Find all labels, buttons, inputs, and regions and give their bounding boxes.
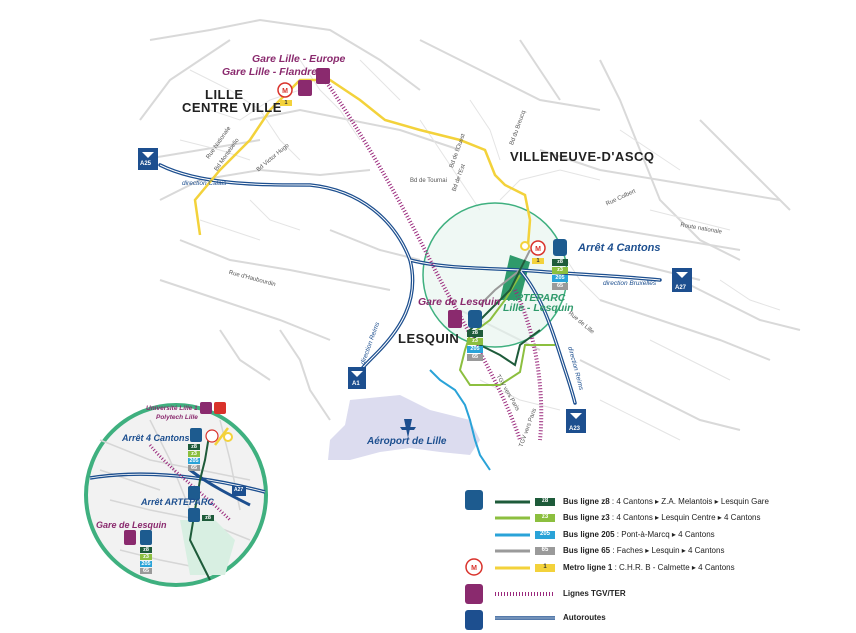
svg-text:M: M — [471, 565, 477, 572]
metro-badge-4cantons: 1 — [532, 258, 544, 264]
inset-label-universite: Université Lille 1 — [146, 405, 198, 412]
legend-route-metro: : C.H.R. B - Calmette ▸ 4 Cantons — [612, 563, 735, 572]
legend-badge-z3: z3 — [535, 514, 555, 522]
street-network — [139, 18, 801, 431]
metro-line-1 — [193, 78, 532, 246]
inset-badge-65-4c: 65 — [188, 465, 200, 471]
badge-z3-lesquin: z3 — [467, 338, 483, 345]
metro-station-icon-lille: M — [277, 82, 293, 98]
city-label-lesquin: LESQUIN — [398, 331, 460, 346]
train-icon-lille-2 — [316, 68, 330, 84]
inset-shield-a27: A27 — [234, 487, 244, 493]
label-arteparc: ARTEPARC — [508, 292, 566, 304]
inset-badge-205-4c: 205 — [188, 458, 200, 464]
badge-205-lesquin: 205 — [467, 346, 483, 353]
bus-line-z8 — [468, 259, 541, 367]
inset-label-arteparc: Arrêt ARTEPARC — [141, 497, 214, 507]
bus-icon-lesquin — [468, 310, 482, 328]
legend-route-z8: : 4 Cantons ▸ Z.A. Melantois ▸ Lesquin G… — [609, 497, 769, 506]
metro-badge-lille: 1 — [280, 100, 292, 106]
badge-z8-4cantons: z8 — [552, 259, 568, 266]
label-gare-flandres: Gare Lille - Flandres — [222, 66, 323, 78]
legend-route-205: : Pont-à-Marcq ▸ 4 Cantons — [614, 530, 715, 539]
motorways — [158, 163, 662, 405]
inset-label-gare-lesquin: Gare de Lesquin — [96, 520, 167, 530]
legend-swatches: M — [465, 490, 555, 630]
legend-name-65: Bus ligne 65 — [563, 546, 611, 555]
shield-a23-text: A23 — [569, 426, 581, 432]
street-bd-tournai: Bd de Tournai — [410, 178, 447, 184]
inset-badge-z3-4c: z3 — [188, 451, 200, 457]
legend-route-z3: : 4 Cantons ▸ Lesquin Centre ▸ 4 Cantons — [609, 513, 761, 522]
metro-station-icon-4cantons: M — [530, 240, 546, 256]
inset-badge-z8-lesquin: z8 — [140, 547, 152, 553]
train-icon-lille-1 — [298, 80, 312, 96]
legend-badge-metro: 1 — [535, 564, 555, 572]
legend-name-metro: Metro ligne 1 — [563, 563, 613, 572]
arteparc-zone-circle — [422, 202, 568, 348]
badge-z8-lesquin: z8 — [467, 330, 483, 337]
legend-badge-z8: z8 — [535, 498, 555, 506]
inset-badge-205-lesquin: 205 — [140, 561, 152, 567]
legend-name-z8: Bus ligne z8 — [563, 497, 610, 506]
inset-badge-z3-lesquin: z3 — [140, 554, 152, 560]
label-arret-4cantons: Arrêt 4 Cantons — [578, 242, 661, 254]
legend-item-tgv: Lignes TGV/TER — [563, 589, 626, 598]
a23-shield-icon — [566, 409, 586, 433]
legend-item-65: Bus ligne 65 : Faches ▸ Lesquin ▸ 4 Cant… — [563, 546, 724, 555]
badge-65-4cantons: 65 — [552, 283, 568, 290]
badge-65-lesquin: 65 — [467, 354, 483, 361]
shield-a1-text: A1 — [352, 381, 360, 387]
legend-route-65: : Faches ▸ Lesquin ▸ 4 Cantons — [610, 546, 725, 555]
city-label-lille-centre: CENTRE VILLE — [182, 100, 282, 115]
motorway-centerline — [159, 164, 661, 404]
a27-shield-icon — [672, 268, 692, 292]
inset-badge-z8-arteparc: z8 — [202, 515, 214, 521]
a25-shield-icon — [138, 148, 158, 170]
legend-item-z8: Bus ligne z8 : 4 Cantons ▸ Z.A. Melantoi… — [563, 497, 769, 506]
legend-name-z3: Bus ligne z3 — [563, 513, 610, 522]
a1-shield-icon — [348, 367, 366, 389]
badge-205-4cantons: 205 — [552, 275, 568, 282]
legend-item-metro: Metro ligne 1 : C.H.R. B - Calmette ▸ 4 … — [563, 563, 735, 572]
direction-bruxelles: direction Bruxelles — [603, 280, 657, 287]
legend-item-z3: Bus ligne z3 : 4 Cantons ▸ Lesquin Centr… — [563, 513, 760, 522]
legend-item-205: Bus ligne 205 : Pont-à-Marcq ▸ 4 Cantons — [563, 530, 715, 539]
bus-icon-4cantons — [553, 239, 567, 256]
badge-z3-4cantons: z3 — [552, 267, 568, 274]
city-label-lille: LILLE — [205, 87, 244, 102]
label-aeroport: Aéroport de Lille — [367, 436, 447, 447]
inset-label-polytech: Polytech Lille — [156, 414, 198, 421]
legend-badge-65: 65 — [535, 547, 555, 555]
label-gare-europe: Gare Lille - Europe — [252, 53, 346, 65]
inset-map — [84, 402, 268, 587]
inset-label-4cantons: Arrêt 4 Cantons — [122, 433, 190, 443]
inset-badge-65-lesquin: 65 — [140, 568, 152, 574]
bus-line-205 — [429, 369, 491, 471]
airplane-icon — [400, 419, 416, 438]
shield-a27-text: A27 — [675, 285, 687, 291]
svg-text:M: M — [282, 88, 288, 95]
legend-name-205: Bus ligne 205 — [563, 530, 615, 539]
legend-badge-205: 205 — [535, 531, 555, 539]
train-icon-lesquin — [448, 310, 462, 328]
legend-item-autoroutes: Autoroutes — [563, 613, 606, 622]
metro-stop-4cantons — [520, 241, 530, 251]
bus-line-z3 — [458, 274, 555, 386]
city-label-villeneuve: VILLENEUVE-D'ASCQ — [510, 149, 655, 164]
svg-text:M: M — [535, 246, 541, 253]
inset-badge-z8-4c: z8 — [188, 444, 200, 450]
direction-calais: direction Calais — [182, 180, 227, 187]
label-arteparc-sub: Lille - Lesquin — [503, 302, 574, 314]
label-gare-lesquin: Gare de Lesquin — [418, 296, 501, 308]
shield-a25-text: A25 — [140, 161, 152, 167]
